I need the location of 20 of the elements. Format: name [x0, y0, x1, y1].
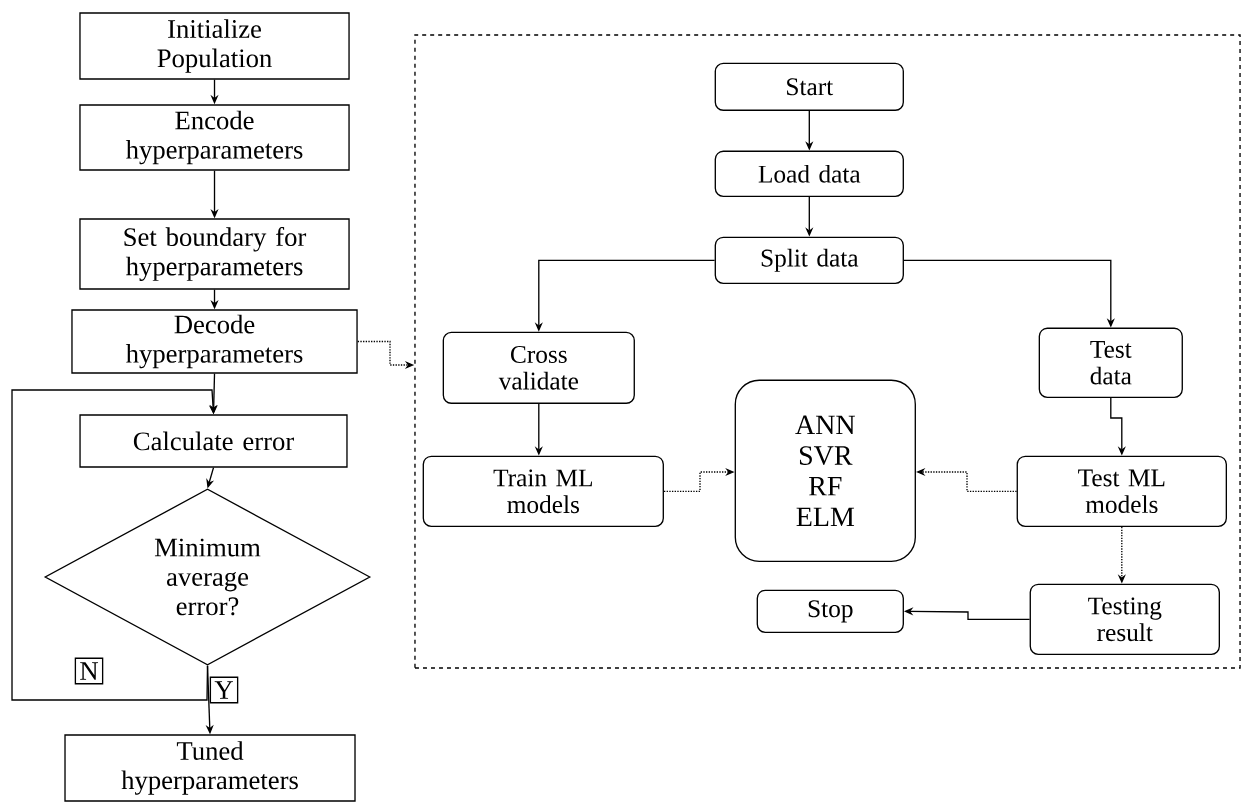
process-box: Stop: [756, 589, 904, 633]
process-box: Test ML models: [1016, 455, 1227, 527]
model-box: ANN SVR RF ELM: [734, 379, 916, 562]
process-box: Split data: [714, 236, 904, 284]
process-box: Encode hyperparameters: [79, 104, 350, 171]
process-box: Load data: [714, 150, 904, 197]
process-box: Testing result: [1029, 583, 1220, 655]
process-box: Calculate error: [79, 414, 348, 468]
process-box: Train ML models: [422, 455, 664, 527]
dashed-frame: [414, 34, 1241, 669]
arrow: [11, 389, 217, 701]
edge-label: Y: [209, 676, 239, 704]
process-box: Decode hyperparameters: [71, 309, 358, 374]
process-box: Start: [714, 62, 904, 111]
edge-label: N: [74, 657, 104, 685]
process-box: Initialize Population: [79, 12, 350, 80]
process-box: Test data: [1038, 327, 1183, 398]
process-box: Tuned hyperparameters: [64, 734, 356, 802]
process-box: Cross validate: [442, 331, 635, 404]
process-box: Set boundary for hyperparameters: [79, 218, 350, 290]
